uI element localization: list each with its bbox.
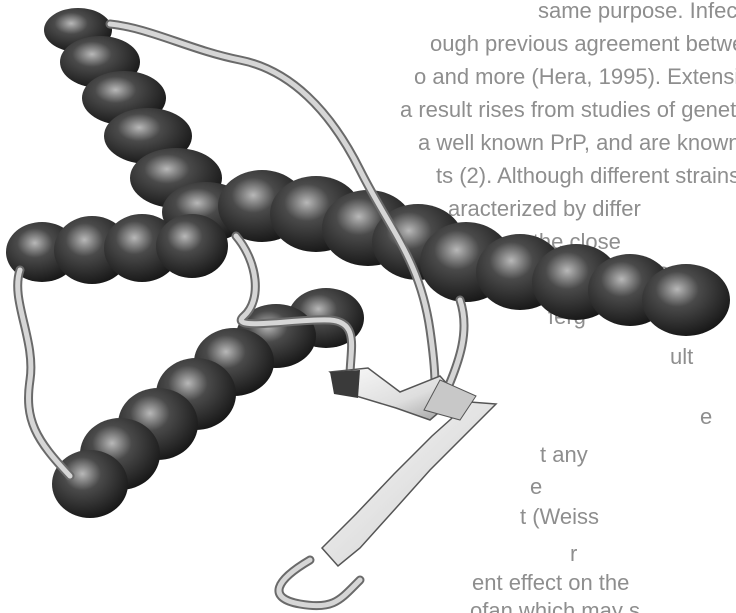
loop-outline (279, 560, 360, 606)
helix-4-turn (52, 450, 128, 518)
loop-2 (18, 270, 70, 476)
helix-3 (6, 214, 228, 284)
beta-sheet (322, 368, 496, 566)
helix-2-turn (642, 264, 730, 336)
beta-strand-1-shadow (330, 370, 360, 398)
loops (18, 24, 464, 606)
helix-3-turn (156, 214, 228, 278)
beta-strand-2 (322, 402, 496, 566)
